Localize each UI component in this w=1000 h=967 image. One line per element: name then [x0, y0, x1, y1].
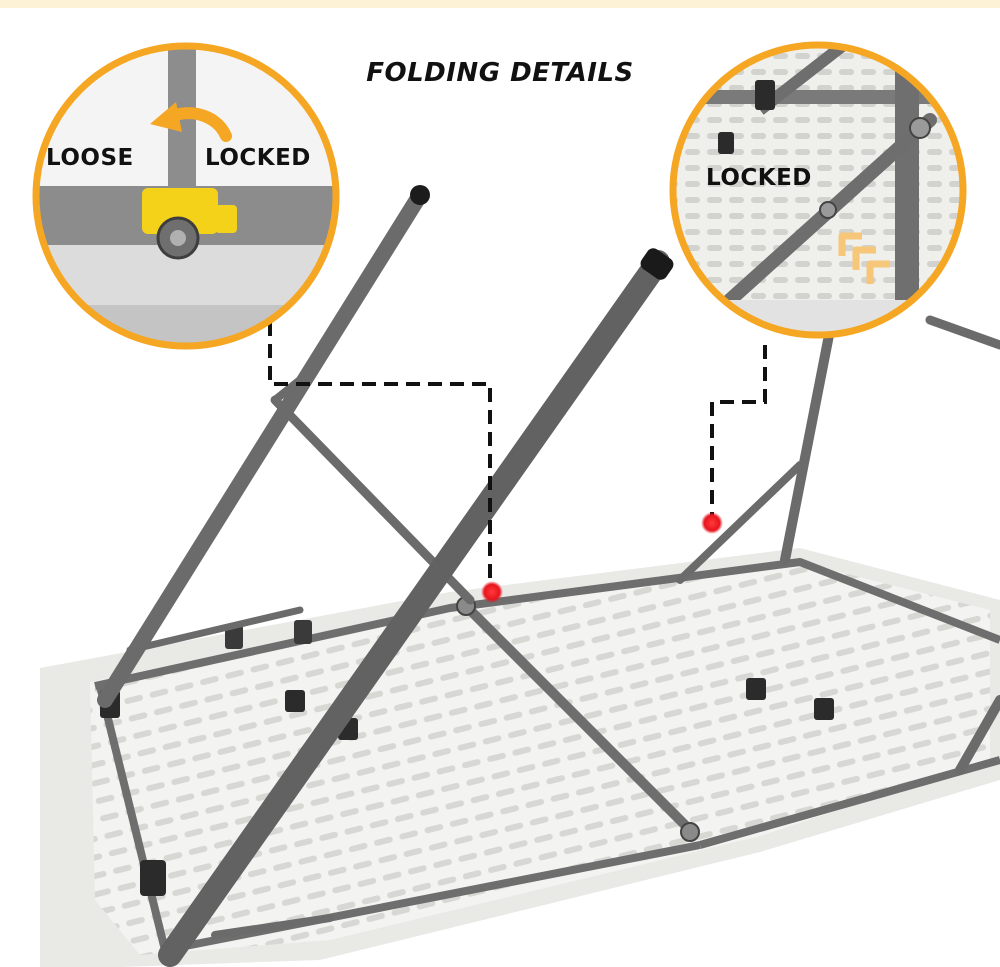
chevron-arrows-icon: [838, 232, 890, 284]
locked-label-left: LOCKED: [205, 145, 311, 171]
callout-connectors: [268, 322, 767, 590]
left-detail-callout: [32, 42, 340, 350]
top-band: [0, 0, 1000, 8]
curved-arrow-icon: [150, 102, 232, 142]
hinge-marker: [481, 581, 503, 603]
locked-label-right: LOCKED: [706, 165, 812, 191]
loose-label: LOOSE: [46, 145, 134, 171]
table-top: [40, 548, 1000, 967]
table-legs: [97, 185, 1000, 967]
page-title: FOLDING DETAILS: [366, 58, 634, 88]
right-detail-callout: [669, 41, 967, 339]
brace-marker: [701, 512, 723, 534]
